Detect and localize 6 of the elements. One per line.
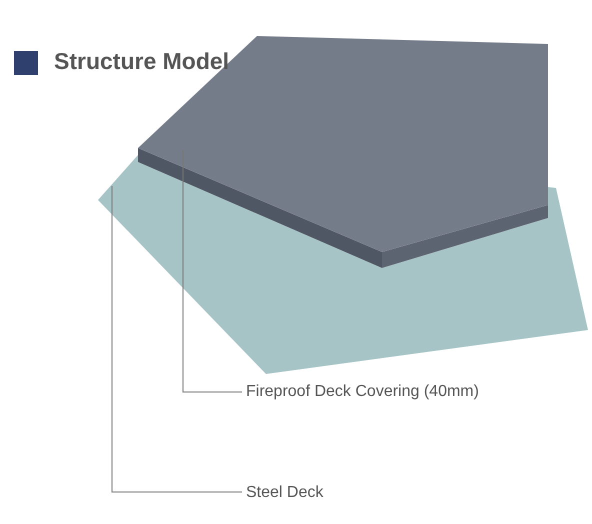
part-label: Fireproof Deck Covering (40mm) xyxy=(246,381,546,402)
part-label: Steel Deck xyxy=(246,482,446,503)
title: Structure Model xyxy=(54,48,230,75)
leader-line xyxy=(182,150,242,392)
steel-deck-plate xyxy=(98,155,588,374)
leader-line xyxy=(112,186,242,492)
